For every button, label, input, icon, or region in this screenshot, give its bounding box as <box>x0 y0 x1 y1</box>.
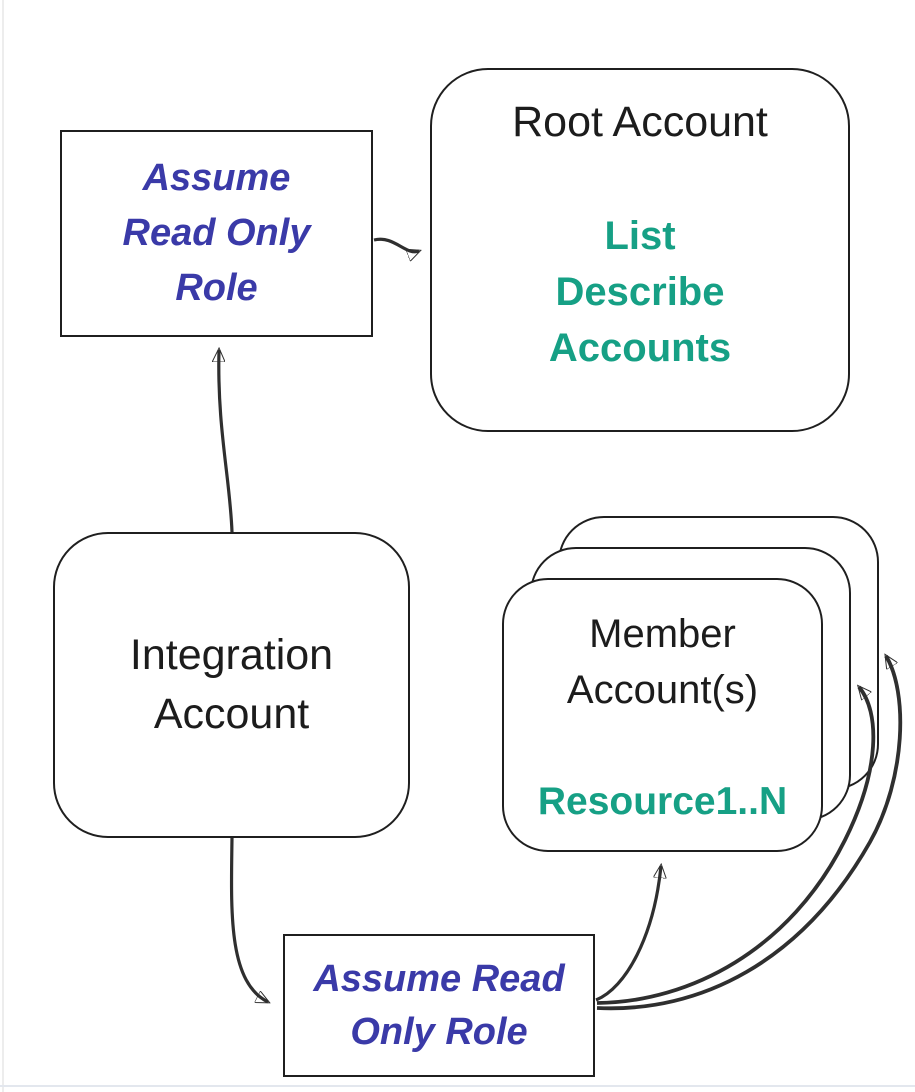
root-account-node: Root Account List Describe Accounts <box>430 68 850 432</box>
root-account-title: Root Account <box>512 98 768 146</box>
member-account-label-line1: Member <box>589 612 736 656</box>
assume-role-top-node: Assume Read Only Role <box>60 130 373 337</box>
root-account-actions: List Describe Accounts <box>549 208 731 376</box>
canvas-bottom-edge <box>0 1085 915 1087</box>
arrow-assume-top-to-root <box>373 237 419 252</box>
root-action-describe: Describe <box>555 270 725 314</box>
root-action-accounts: Accounts <box>548 326 732 370</box>
assume-role-bottom-line2: Only Role <box>350 1010 528 1053</box>
arrow-assume-bottom-to-member-front <box>595 866 661 1002</box>
assume-role-bottom-node: Assume Read Only Role <box>283 934 595 1077</box>
member-account-label-line2: Account(s) <box>566 668 759 712</box>
root-action-list: List <box>604 214 676 258</box>
integration-account-line2: Account <box>153 690 310 738</box>
member-account-card-front: Member Account(s) Resource1..N <box>502 578 823 852</box>
arrow-integration-to-assume-top <box>219 350 234 533</box>
assume-role-top-line1: Assume <box>142 157 291 199</box>
assume-role-top-line2: Read Only <box>122 212 311 254</box>
arrow-integration-to-assume-bottom <box>229 837 268 1004</box>
assume-role-top-line3: Role <box>175 267 258 309</box>
integration-account-line1: Integration <box>129 631 334 679</box>
member-resources-label: Resource1..N <box>537 780 788 823</box>
assume-role-bottom-line1: Assume Read <box>313 957 565 1000</box>
canvas-left-edge <box>2 0 4 1092</box>
integration-account-node: Integration Account <box>53 532 410 838</box>
